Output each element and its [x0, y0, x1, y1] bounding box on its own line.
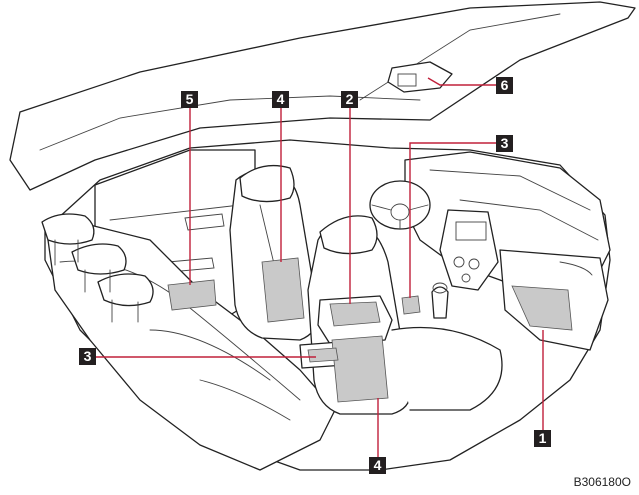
passenger-headrest: [319, 215, 378, 255]
rear-headrest-2: [71, 243, 127, 275]
callout-3-front-cup-holder: 3: [496, 135, 513, 152]
storage-zone-glove-compartment: [511, 285, 573, 331]
storage-zone-seatback-upper: [261, 257, 305, 323]
callout-1-glove-compartment: 1: [534, 430, 551, 447]
storage-zone-cup-holder-rear: [307, 347, 339, 363]
storage-zone-door-pocket: [167, 279, 217, 311]
callout-6-overhead-console: 6: [496, 77, 513, 94]
callout-3-rear-cup-holder: 3: [79, 348, 96, 365]
callout-2-console-box: 2: [341, 91, 358, 108]
gear-shift: [431, 286, 449, 319]
rear-headrest-1: [41, 213, 95, 245]
storage-zone-seatback-lower: [331, 335, 389, 403]
center-stack: [439, 209, 499, 291]
rear-headrest-3: [97, 273, 154, 307]
steering-wheel: [369, 180, 431, 230]
figure-code: B306180O: [573, 475, 631, 489]
callout-5-door-pocket: 5: [181, 91, 198, 108]
storage-zone-cup-holder-front: [401, 295, 421, 315]
leader-3-front: [409, 142, 496, 298]
leader-6: [427, 77, 496, 86]
callout-4-seatback-pocket-upper: 4: [272, 91, 289, 108]
callout-4-seatback-pocket-lower: 4: [369, 457, 386, 474]
overhead-console-housing: [387, 61, 453, 93]
storage-zone-console-box: [329, 301, 381, 327]
